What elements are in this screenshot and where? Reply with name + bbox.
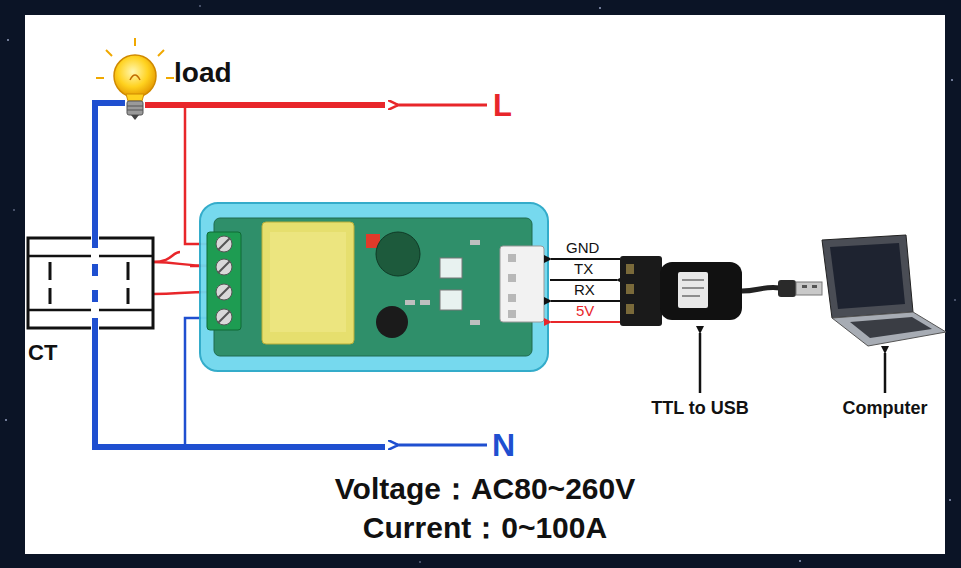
signal-name: GND [566, 239, 599, 256]
adapter-label: TTL to USB [651, 398, 749, 419]
signal-name: RX [574, 281, 595, 298]
computer-label: Computer [843, 398, 928, 419]
phase-label: L [493, 88, 512, 124]
signal-name: 5V [576, 302, 594, 319]
ct-label: CT [28, 340, 57, 365]
neutral-label: N [492, 427, 515, 464]
load-label: load [174, 57, 232, 89]
spec-text: Voltage：AC80~260V [335, 472, 635, 507]
spec-text: Current：0~100A [363, 511, 607, 546]
signal-name: TX [574, 260, 593, 277]
